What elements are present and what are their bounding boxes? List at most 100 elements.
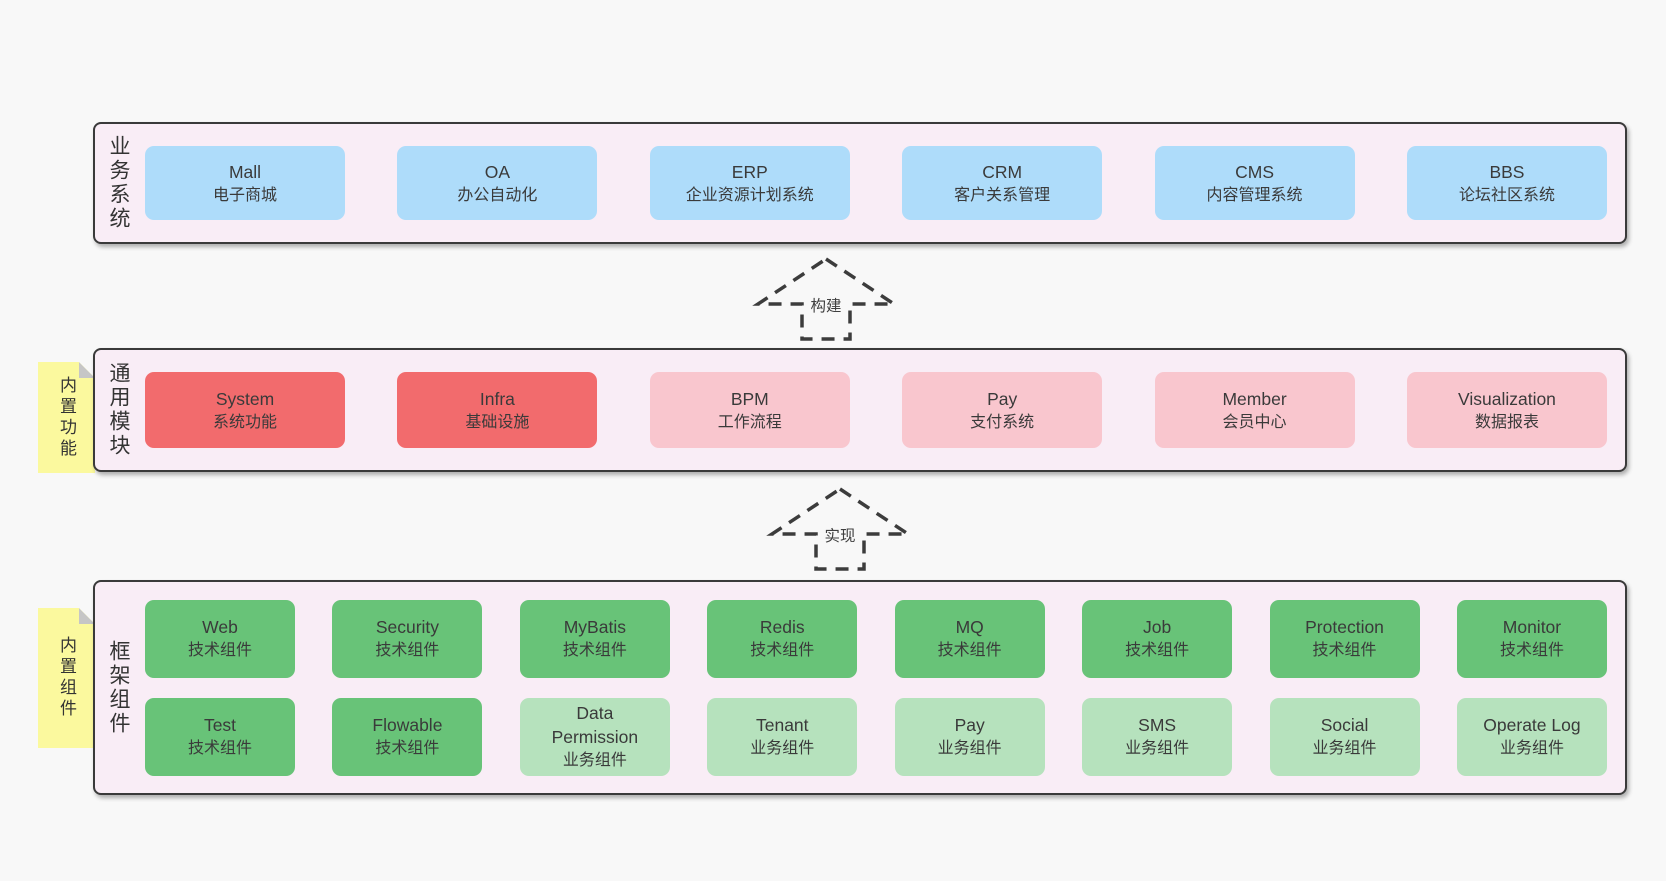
box-subtitle: 业务组件 <box>1312 740 1377 757</box>
box-row: System 系统功能 Infra 基础设施 BPM 工作流程 Pay 支付系统… <box>145 372 1625 448</box>
box-system: System 系统功能 <box>145 372 345 448</box>
box-subtitle: 办公自动化 <box>457 186 538 204</box>
box-row: Mall 电子商城 OA 办公自动化 ERP 企业资源计划系统 CRM 客户关系… <box>145 146 1625 220</box>
arrow-label: 实现 <box>821 523 859 547</box>
box-job: Job 技术组件 <box>1082 599 1233 678</box>
box-row: Web 技术组件 Security 技术组件 MyBatis 技术组件 Redi… <box>145 599 1607 678</box>
box-subtitle: 工作流程 <box>717 413 782 431</box>
box-title: BPM <box>730 388 769 409</box>
box-security: Security 技术组件 <box>332 599 483 678</box>
box-title: Pay <box>987 388 1018 409</box>
box-subtitle: 系统功能 <box>212 413 277 431</box>
box-bbs: BBS 论坛社区系统 <box>1406 146 1607 220</box>
sticky-note-label: 内置功能 <box>57 375 76 460</box>
section-label: 框架组件 <box>107 639 130 736</box>
box-title: Security <box>375 617 440 637</box>
box-subtitle: 数据报表 <box>1474 413 1539 431</box>
box-rows: Web 技术组件 Security 技术组件 MyBatis 技术组件 Redi… <box>145 599 1625 776</box>
section-common-modules: 通用模块 System 系统功能 Infra 基础设施 BPM 工作流程 Pay… <box>93 348 1627 472</box>
box-test: Test 技术组件 <box>145 697 295 776</box>
box-subtitle: 会员中心 <box>1222 413 1287 431</box>
box-member: Member 会员中心 <box>1154 372 1355 448</box>
box-subtitle: 基础设施 <box>465 413 530 431</box>
dashed-up-arrow-icon <box>766 486 914 571</box>
box-title: Social <box>1320 715 1369 735</box>
box-title: ERP <box>731 161 768 182</box>
box-title: Data Permission <box>551 703 639 747</box>
box-pay-module: Pay 支付系统 <box>902 372 1103 448</box>
dashed-up-arrow-icon <box>752 256 900 341</box>
box-title: System <box>215 388 275 409</box>
box-subtitle: 电子商城 <box>212 186 277 204</box>
box-title: MyBatis <box>563 617 626 637</box>
box-subtitle: 业务组件 <box>562 752 627 769</box>
box-title: Infra <box>479 388 515 409</box>
arrow-build: 构建 <box>746 256 906 342</box>
box-crm: CRM 客户关系管理 <box>902 146 1103 220</box>
box-title: MQ <box>955 617 984 637</box>
section-label: 业务系统 <box>107 135 130 231</box>
box-subtitle: 企业资源计划系统 <box>685 186 814 204</box>
box-subtitle: 技术组件 <box>1312 642 1377 659</box>
box-subtitle: 技术组件 <box>1499 642 1564 659</box>
sticky-note-builtin-components: 内置组件 <box>38 608 95 748</box>
box-data-permission: Data Permission 业务组件 <box>519 697 670 776</box>
box-subtitle: 支付系统 <box>970 413 1035 431</box>
box-title: Web <box>202 617 238 637</box>
box-subtitle: 技术组件 <box>375 740 440 757</box>
box-social: Social 业务组件 <box>1269 697 1420 776</box>
box-row: Test 技术组件 Flowable 技术组件 Data Permission … <box>145 697 1607 776</box>
box-title: SMS <box>1138 715 1177 735</box>
box-subtitle: 业务组件 <box>937 740 1002 757</box>
box-cms: CMS 内容管理系统 <box>1154 146 1355 220</box>
box-title: Redis <box>759 617 805 637</box>
box-subtitle: 技术组件 <box>187 642 252 659</box>
box-title: Monitor <box>1502 617 1562 637</box>
box-title: Mall <box>228 161 262 182</box>
box-subtitle: 技术组件 <box>375 642 440 659</box>
box-subtitle: 论坛社区系统 <box>1458 186 1555 204</box>
box-title: Test <box>203 715 237 735</box>
box-oa: OA 办公自动化 <box>397 146 598 220</box>
sticky-note-builtin-features: 内置功能 <box>38 362 95 473</box>
box-title: CRM <box>982 161 1023 182</box>
box-visualization: Visualization 数据报表 <box>1406 372 1607 448</box>
box-title: OA <box>484 161 511 182</box>
box-mybatis: MyBatis 技术组件 <box>519 599 670 678</box>
box-mall: Mall 电子商城 <box>145 146 345 220</box>
arrow-label: 构建 <box>807 293 845 317</box>
section-business-systems: 业务系统 Mall 电子商城 OA 办公自动化 ERP 企业资源计划系统 CRM… <box>93 122 1627 244</box>
box-subtitle: 业务组件 <box>1125 740 1190 757</box>
box-title: Job <box>1143 617 1172 637</box>
box-operate-log: Operate Log 业务组件 <box>1456 697 1607 776</box>
box-subtitle: 技术组件 <box>562 642 627 659</box>
box-infra: Infra 基础设施 <box>397 372 598 448</box>
box-subtitle: 技术组件 <box>187 740 252 757</box>
box-tenant: Tenant 业务组件 <box>707 697 858 776</box>
box-title: Flowable <box>372 715 443 735</box>
box-subtitle: 业务组件 <box>750 740 815 757</box>
box-subtitle: 技术组件 <box>937 642 1002 659</box>
box-flowable: Flowable 技术组件 <box>332 697 483 776</box>
box-web: Web 技术组件 <box>145 599 295 678</box>
box-subtitle: 业务组件 <box>1499 740 1564 757</box>
box-subtitle: 内容管理系统 <box>1206 186 1303 204</box>
box-title: Member <box>1222 388 1287 409</box>
box-mq: MQ 技术组件 <box>894 599 1045 678</box>
box-sms: SMS 业务组件 <box>1082 697 1233 776</box>
box-title: CMS <box>1235 161 1274 182</box>
box-title: Pay <box>954 715 985 735</box>
box-redis: Redis 技术组件 <box>707 599 858 678</box>
box-title: Operate Log <box>1483 715 1581 735</box>
arrow-implement: 实现 <box>760 486 920 572</box>
box-pay-component: Pay 业务组件 <box>894 697 1045 776</box>
box-title: Visualization <box>1457 388 1556 409</box>
box-subtitle: 技术组件 <box>750 642 815 659</box>
box-protection: Protection 技术组件 <box>1269 599 1420 678</box>
box-bpm: BPM 工作流程 <box>649 372 850 448</box>
section-framework-components: 框架组件 Web 技术组件 Security 技术组件 MyBatis 技术组件… <box>93 580 1627 795</box>
box-monitor: Monitor 技术组件 <box>1456 599 1607 678</box>
box-title: Protection <box>1305 617 1384 637</box>
sticky-note-label: 内置组件 <box>57 636 76 720</box>
